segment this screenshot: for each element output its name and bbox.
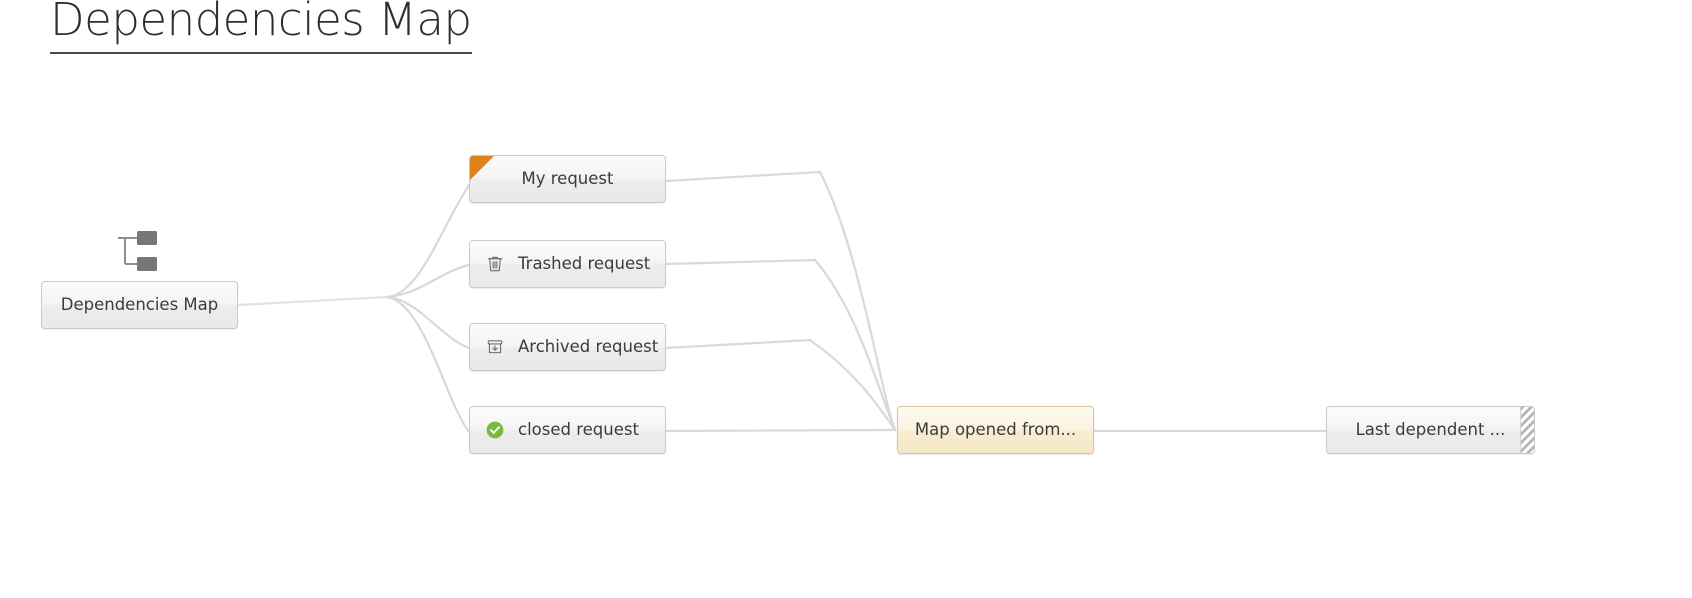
edge-junction-to-archived-request bbox=[386, 295, 471, 350]
node-label: closed request bbox=[518, 419, 639, 439]
edge-archived-request-to-current bbox=[664, 338, 897, 432]
edge-closed-request-to-current bbox=[664, 428, 897, 433]
node-my-request[interactable]: My request bbox=[469, 155, 666, 203]
check-circle-icon bbox=[484, 419, 506, 441]
edge-trashed-request-to-current bbox=[664, 258, 897, 432]
edge-my-request-to-current bbox=[664, 170, 897, 432]
node-last-dependent[interactable]: Last dependent ... bbox=[1326, 406, 1535, 454]
page-title: Dependencies Map bbox=[50, 0, 472, 54]
edge-junction-to-closed-request bbox=[386, 295, 471, 434]
node-label: Map opened from... bbox=[914, 419, 1077, 439]
trash-icon bbox=[484, 253, 506, 275]
edge-junction-to-trashed-request bbox=[386, 263, 471, 299]
node-label: Last dependent ... bbox=[1355, 419, 1506, 439]
node-closed-request[interactable]: closed request bbox=[469, 406, 666, 454]
orange-corner-flag-icon bbox=[470, 156, 494, 180]
node-label: Dependencies Map bbox=[60, 294, 219, 314]
truncation-stripe-icon bbox=[1520, 407, 1534, 453]
node-map-opened-from[interactable]: Map opened from... bbox=[897, 406, 1094, 454]
node-dependencies-map-root[interactable]: Dependencies Map bbox=[41, 281, 238, 329]
edge-root-to-junction bbox=[236, 295, 390, 307]
node-archived-request[interactable]: Archived request bbox=[469, 323, 666, 371]
edge-junction-to-my-request bbox=[386, 183, 471, 299]
node-label: Trashed request bbox=[518, 253, 651, 273]
hierarchy-icon bbox=[118, 231, 157, 271]
archive-box-icon bbox=[484, 336, 506, 358]
node-trashed-request[interactable]: Trashed request bbox=[469, 240, 666, 288]
node-label: My request bbox=[521, 168, 614, 188]
node-label: Archived request bbox=[518, 336, 659, 356]
